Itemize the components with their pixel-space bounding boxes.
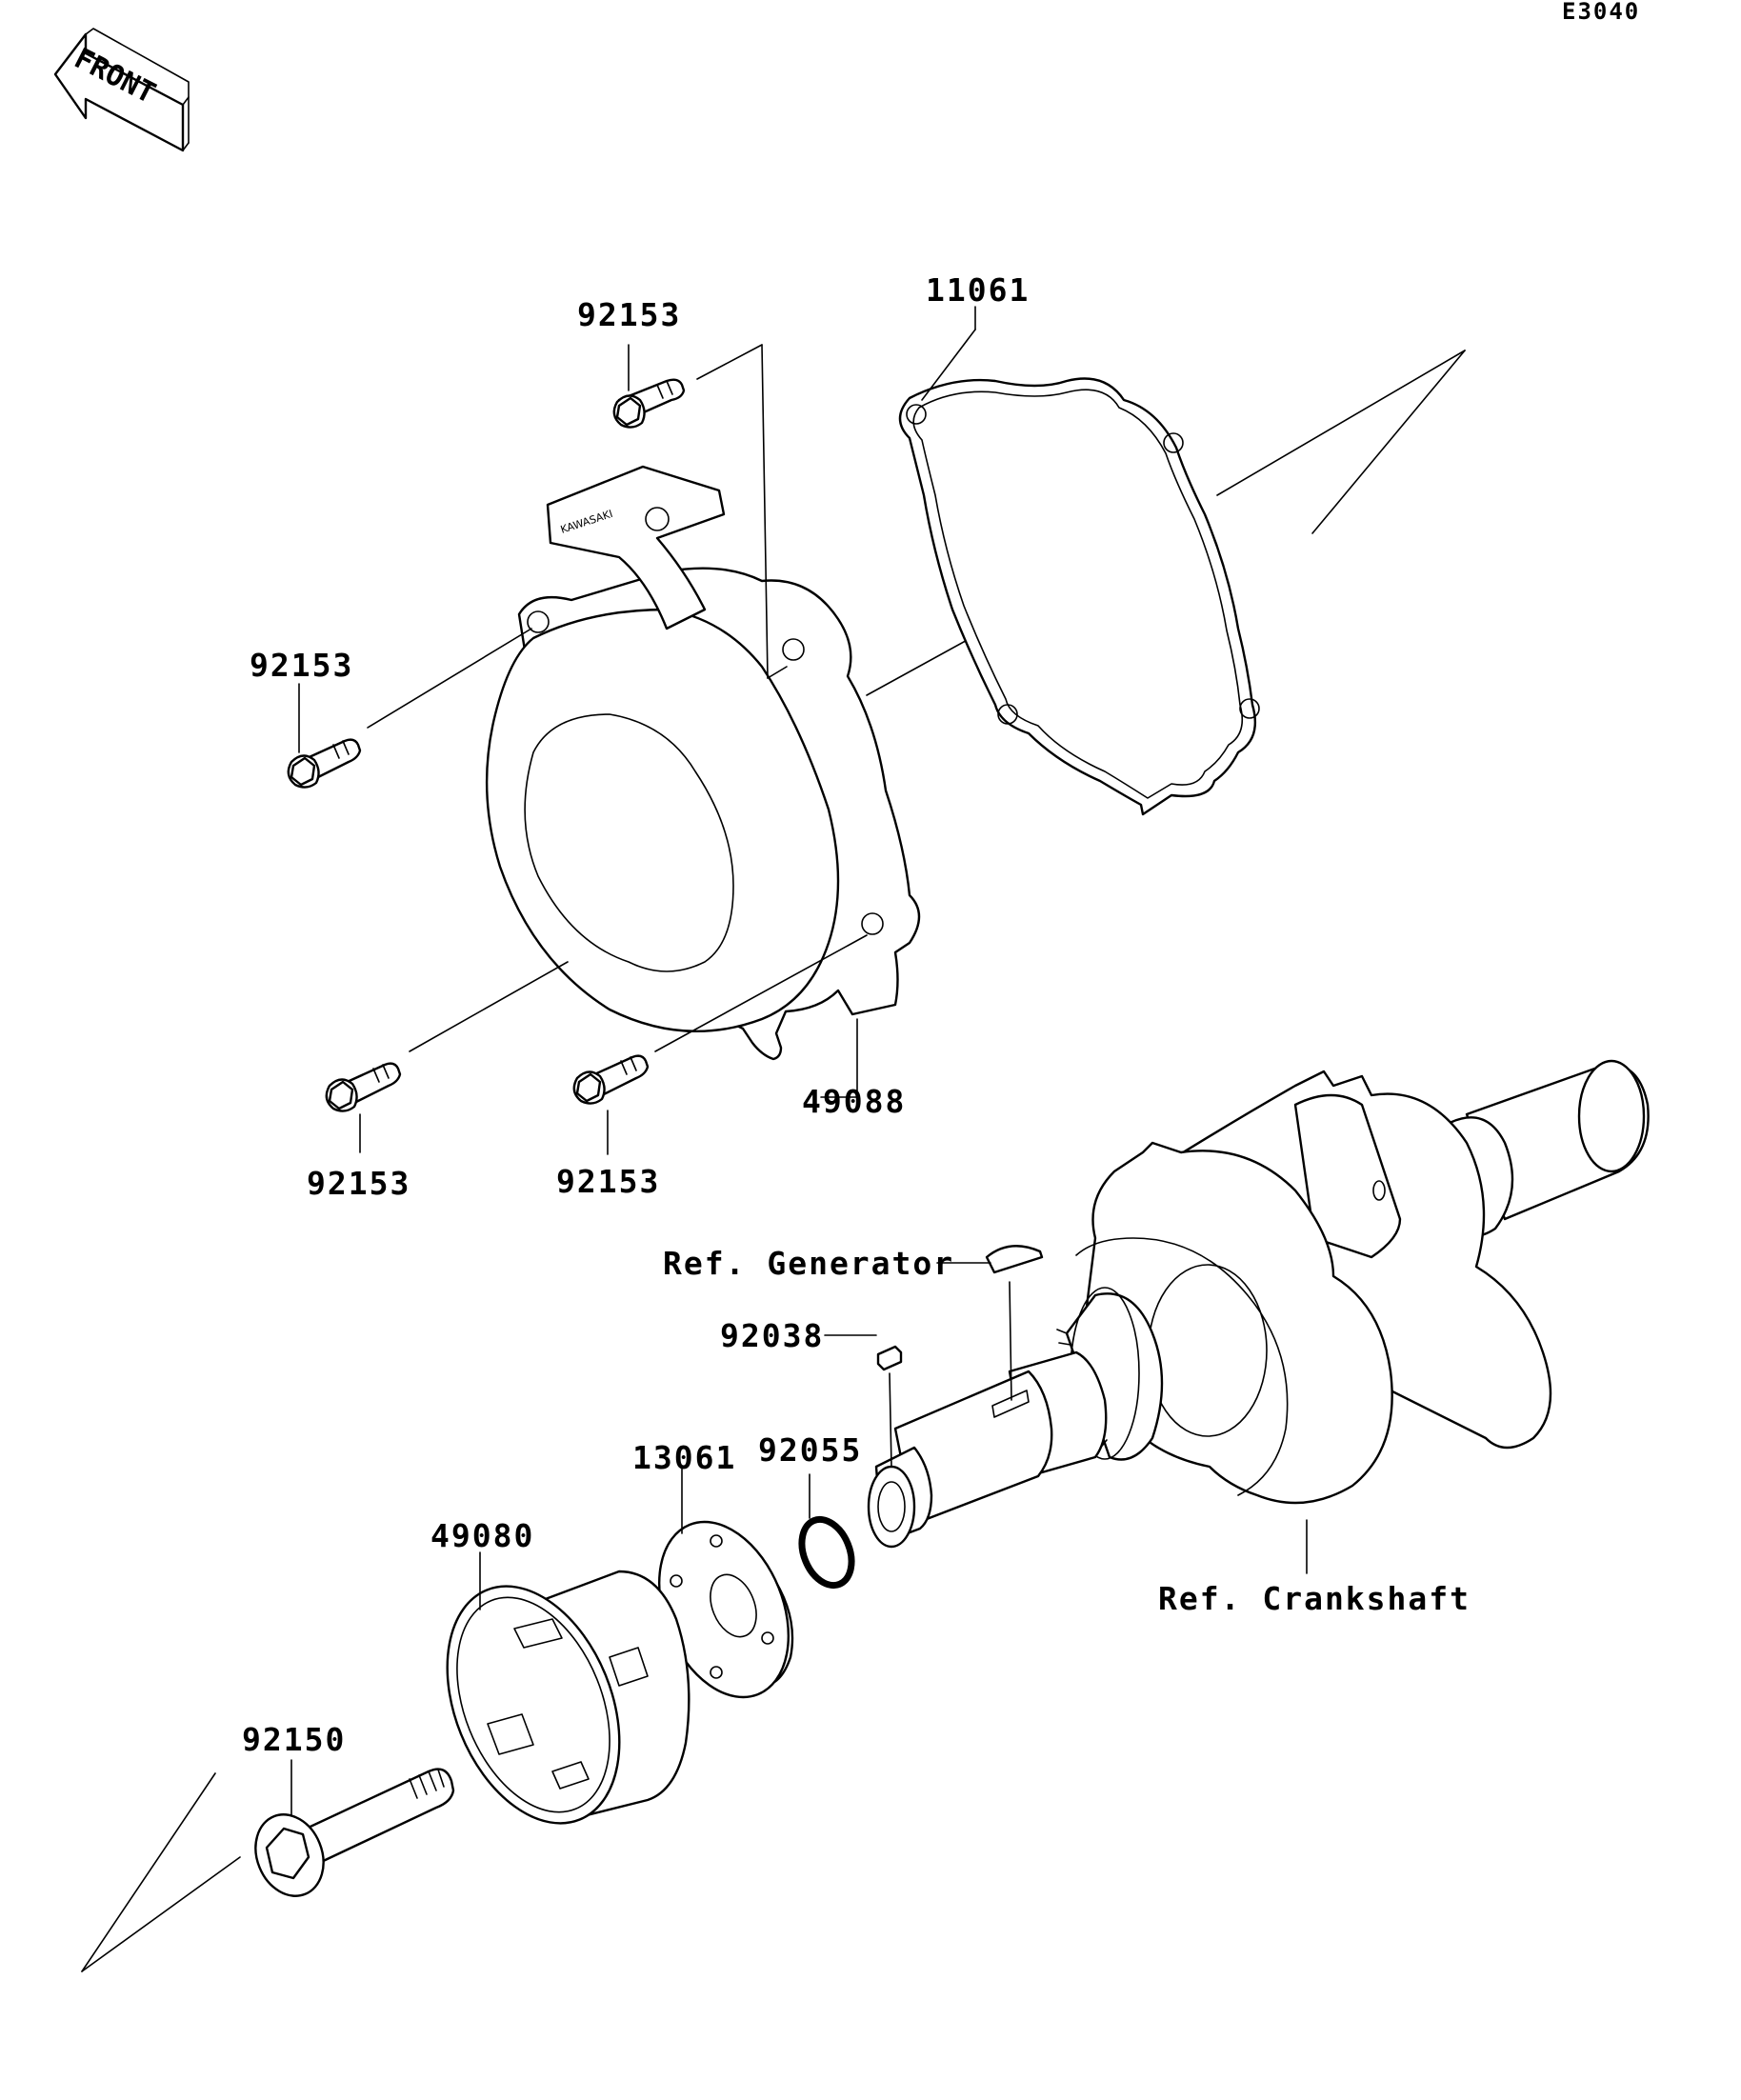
label-ref-crankshaft: Ref. Crankshaft: [1158, 1580, 1471, 1617]
bolt-flange: [254, 1768, 455, 1897]
label-key: 92038: [720, 1317, 824, 1354]
bolt-left: [287, 738, 362, 789]
key: [876, 1345, 903, 1371]
label-pulley: 13061: [632, 1439, 736, 1476]
label-starter-cup: 49080: [430, 1517, 534, 1554]
label-ref-generator: Ref. Generator: [663, 1245, 954, 1282]
bolt-bottom-left: [325, 1062, 402, 1112]
crankshaft: [867, 1059, 1650, 1549]
bolt-bottom-mid: [572, 1054, 650, 1105]
label-bolt-left: 92153: [250, 647, 353, 684]
pulley: [657, 1520, 794, 1699]
label-bolt-bottom-left: 92153: [307, 1165, 410, 1202]
part-labels: 92153 11061 92153 92153 92153 49088 Ref.…: [242, 271, 1471, 1758]
starter-cup: [446, 1570, 690, 1825]
label-bolt-top: 92153: [577, 296, 681, 333]
label-leaders: [290, 306, 1308, 1816]
label-recoil-cover: 49088: [802, 1083, 906, 1120]
diagram-code: E3040: [1562, 0, 1640, 25]
label-bolt-bottom-mid: 92153: [556, 1163, 660, 1200]
label-bolt-flange: 92150: [242, 1721, 346, 1758]
bolt-leaders: [367, 344, 868, 1052]
gasket: [898, 377, 1260, 816]
front-arrow-icon: FRONT: [53, 28, 190, 152]
label-gasket: 11061: [926, 271, 1030, 309]
recoil-cover: KAWASAKI: [485, 465, 921, 1061]
woodruff-key: [985, 1245, 1044, 1274]
bolt-top: [612, 378, 686, 429]
o-ring: [798, 1515, 855, 1590]
label-o-ring: 92055: [758, 1431, 862, 1469]
